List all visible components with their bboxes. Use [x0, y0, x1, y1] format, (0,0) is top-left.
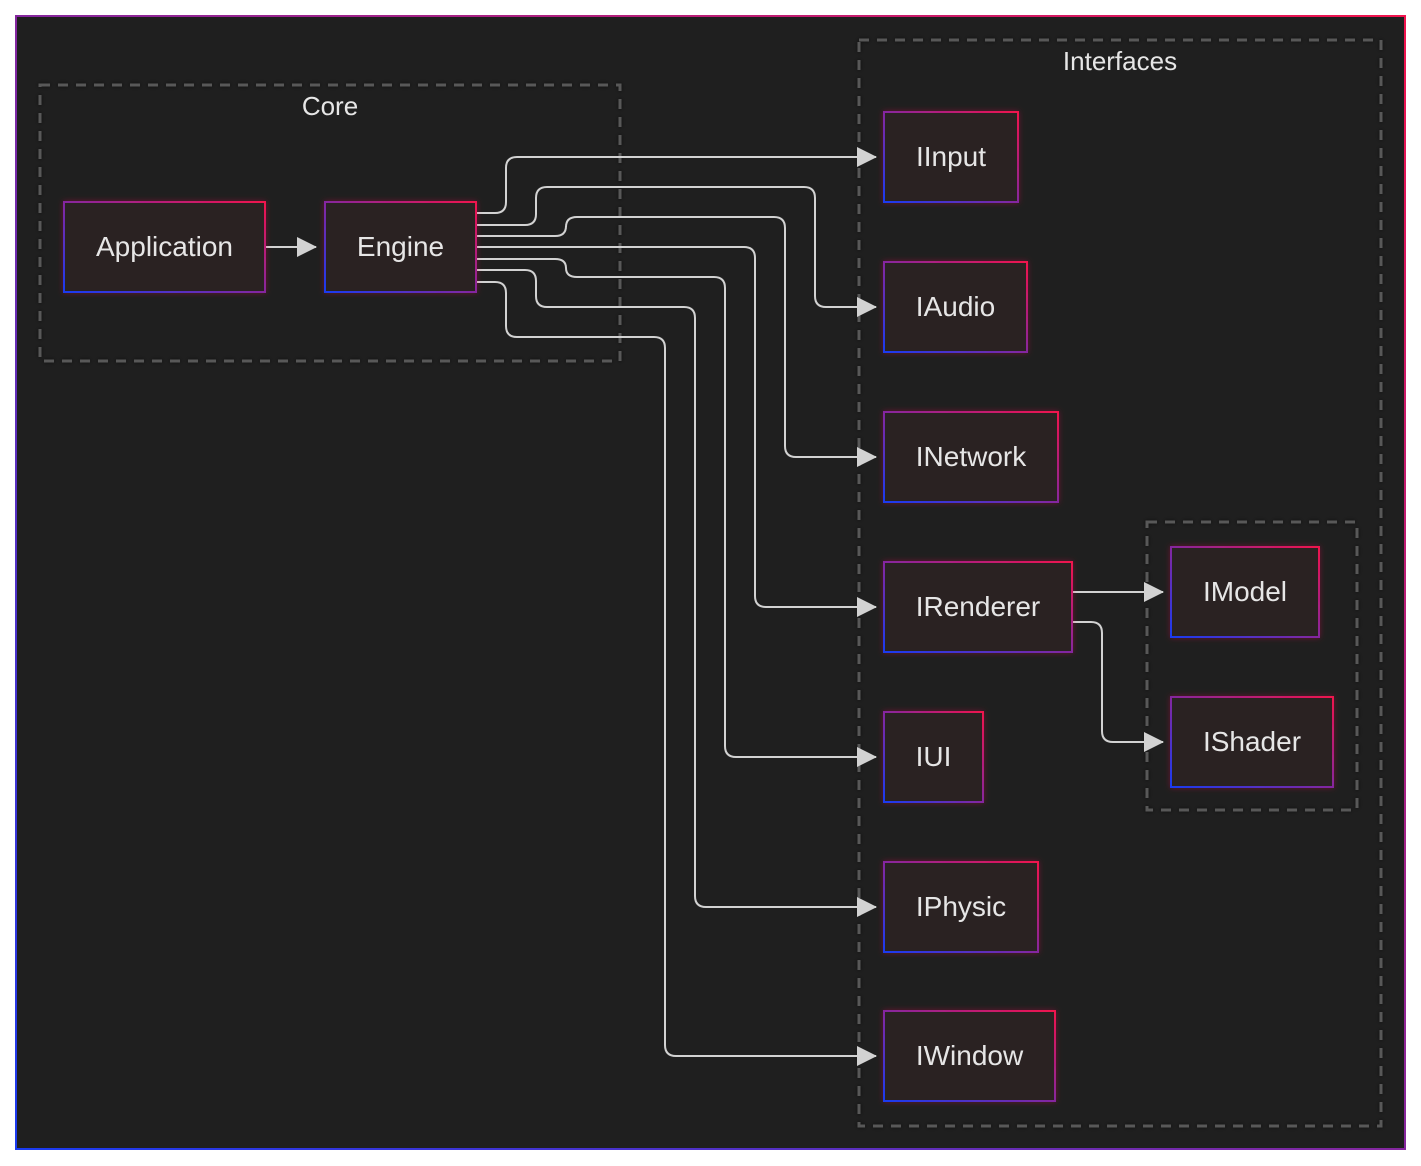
node-engine-box: [324, 201, 477, 293]
edge-engine-irenderer: [476, 246, 877, 617]
edges: [265, 147, 1164, 1066]
node-iphysic-box: [883, 861, 1039, 953]
edge-engine-iwindow: [476, 281, 877, 1066]
node-iwindow-label: IWindow: [916, 1040, 1024, 1071]
node-inetwork-box: [883, 411, 1059, 503]
node-iaudio-label: IAudio: [916, 291, 995, 322]
group-interfaces-box: [857, 38, 1383, 1128]
node-engine[interactable]: Engine: [324, 201, 477, 293]
node-imodel-box: [1170, 546, 1320, 638]
node-irenderer[interactable]: IRenderer: [883, 561, 1073, 653]
node-application-label: Application: [96, 231, 233, 262]
node-ishader[interactable]: IShader: [1170, 696, 1334, 788]
edge-engine-iui: [476, 258, 877, 767]
node-iwindow[interactable]: IWindow: [883, 1010, 1056, 1102]
edge-engine-inetwork: [476, 216, 877, 467]
node-iinput-label: IInput: [916, 141, 986, 172]
group-interfaces: Interfaces: [857, 38, 1383, 1128]
node-iui-label: IUI: [916, 741, 952, 772]
node-inetwork-label: INetwork: [916, 441, 1027, 472]
group-interfaces-label: Interfaces: [1063, 46, 1177, 76]
group-renderer-sub: [1145, 520, 1359, 812]
edge-irenderer-ishader: [1072, 621, 1164, 752]
edge-engine-iinput: [476, 147, 877, 214]
group-renderer-sub-box: [1145, 520, 1359, 812]
node-inetwork[interactable]: INetwork: [883, 411, 1059, 503]
node-iinput-box: [883, 111, 1019, 203]
node-imodel-label: IModel: [1203, 576, 1287, 607]
node-imodel[interactable]: IModel: [1170, 546, 1320, 638]
node-application[interactable]: Application: [63, 201, 266, 293]
group-core-label: Core: [302, 91, 358, 121]
node-ishader-box: [1170, 696, 1334, 788]
node-engine-label: Engine: [357, 231, 444, 262]
node-iphysic-label: IPhysic: [916, 891, 1006, 922]
node-iinput[interactable]: IInput: [883, 111, 1019, 203]
edge-engine-iaudio: [476, 186, 877, 317]
node-iui-box: [883, 711, 984, 803]
node-application-box: [63, 201, 266, 293]
group-core: Core: [38, 83, 622, 363]
edge-engine-iphysic: [476, 269, 877, 917]
node-iphysic[interactable]: IPhysic: [883, 861, 1039, 953]
node-irenderer-label: IRenderer: [916, 591, 1041, 622]
group-core-box: [38, 83, 622, 363]
node-irenderer-box: [883, 561, 1073, 653]
node-iaudio[interactable]: IAudio: [883, 261, 1028, 353]
node-ishader-label: IShader: [1203, 726, 1301, 757]
node-iaudio-box: [883, 261, 1028, 353]
node-iui[interactable]: IUI: [883, 711, 984, 803]
node-iwindow-box: [883, 1010, 1056, 1102]
